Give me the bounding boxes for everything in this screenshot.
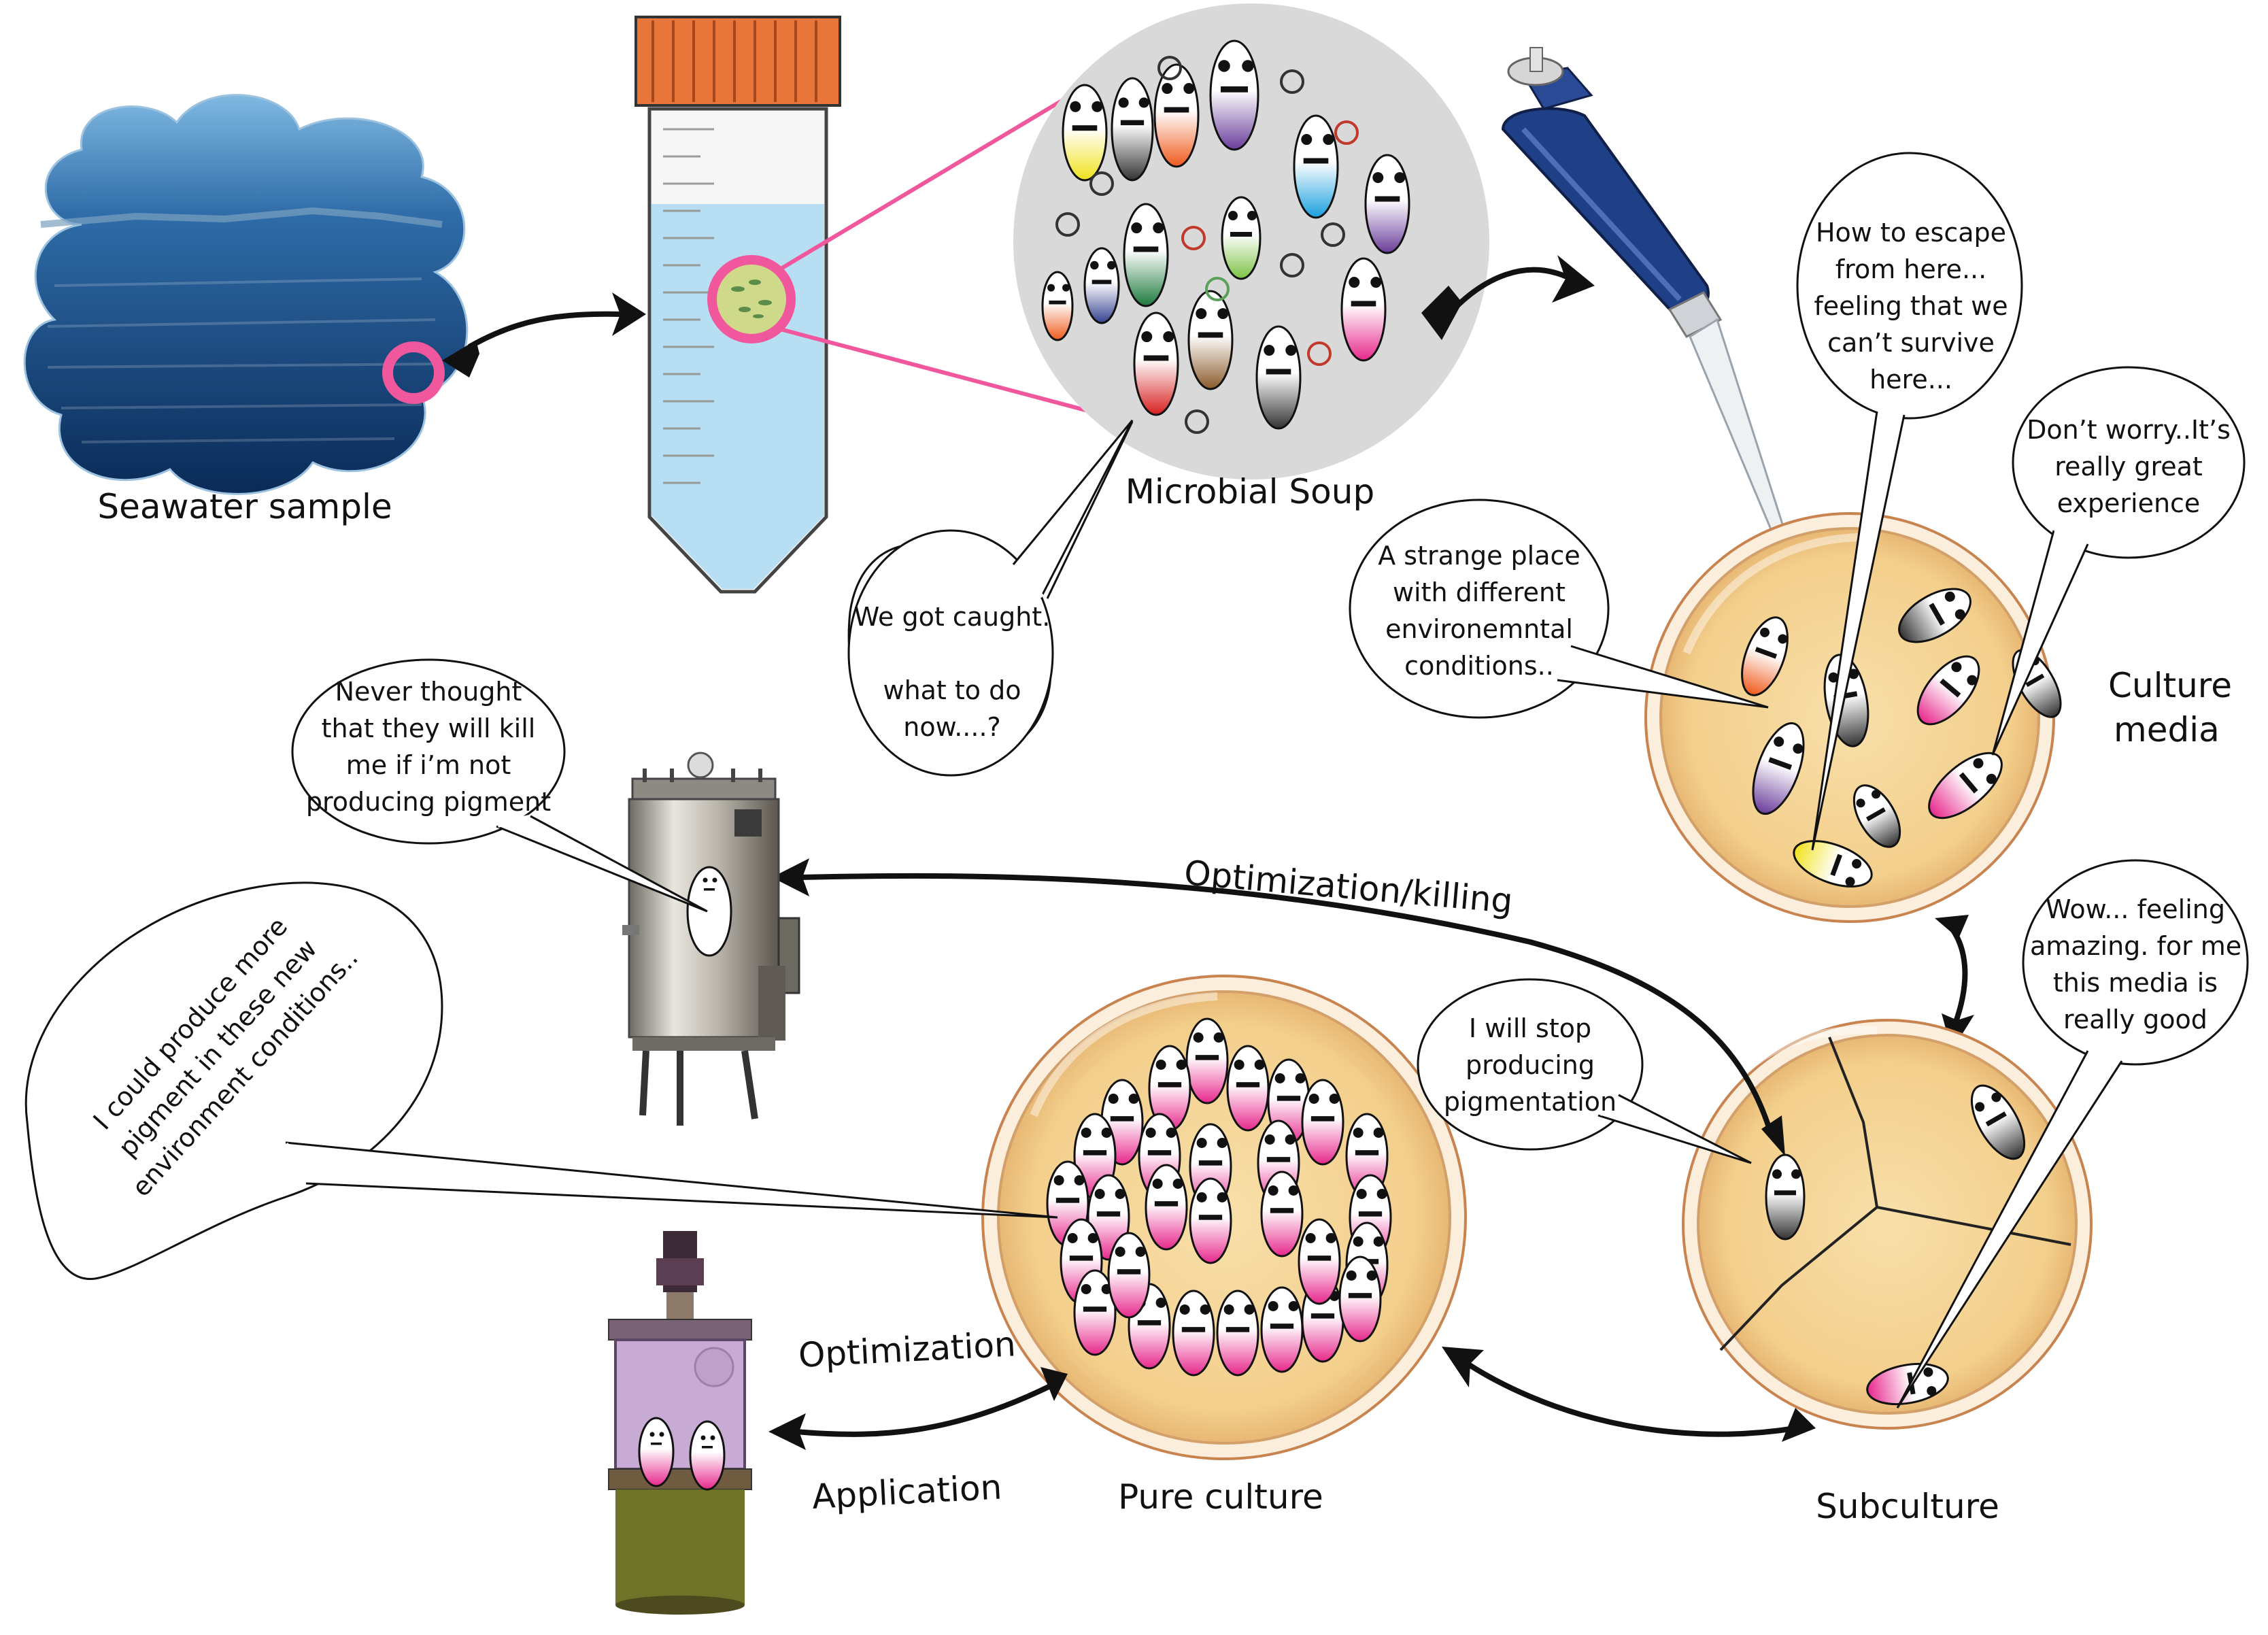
culture-microbe [1752,722,1805,815]
subculture-microbe [1765,1153,1806,1241]
pure-culture-microbe [1338,1255,1382,1343]
pure-culture-microbe [1301,1079,1344,1166]
soup-critter [1334,120,1359,145]
culture-media-plate [1644,512,2062,923]
soup-critter [1280,253,1304,277]
pure-culture-microbe [1073,1269,1117,1356]
soup-microbe [1221,196,1262,280]
soup-microbe [1187,290,1234,390]
autoclave [622,752,800,1126]
seawater-cloud [23,94,469,495]
soup-microbe [1255,325,1302,430]
culture-microbe [1741,616,1789,696]
culture-microbe [1898,588,1971,643]
soup-microbe [1111,77,1154,182]
pure-culture-microbe [1298,1218,1341,1305]
pure-culture-microbe [1226,1045,1270,1132]
culture-microbe [1793,840,1873,888]
culture-media-label-2: media [2114,710,2220,749]
soup-critter [1280,69,1304,94]
bubble-stop [1417,978,1752,1164]
soup-microbe [1153,63,1200,168]
bubble-escape [1796,152,2023,851]
pure-culture-microbe [1260,1286,1304,1373]
soup-microbe [1133,311,1179,416]
application-label: Application [811,1467,1003,1517]
pure-culture-microbe [1145,1164,1188,1251]
pure-culture-microbe [1185,1017,1229,1105]
pure-culture-plate [981,975,1467,1460]
bubble-strange [1349,499,1769,719]
pure-culture-microbe [1172,1290,1215,1377]
pure-culture-microbe [1107,1232,1151,1319]
soup-critter [1181,226,1206,250]
optimization-label: Optimization [798,1324,1017,1375]
soup-microbe [1209,39,1259,151]
soup-microbe [1083,247,1120,324]
subculture-label: Subculture [1816,1487,1999,1526]
pipette [1501,47,1797,573]
soup-critter [1205,277,1230,301]
soup-critter [1185,409,1209,434]
pure-culture-microbe [1216,1290,1259,1377]
pure-culture-microbe [1189,1177,1232,1264]
soup-critter [1307,341,1332,366]
arrow-seawater-to-tube [468,311,623,350]
soup-microbe [1364,154,1410,254]
soup-microbe [1293,114,1339,219]
zoom-line-bottom [775,326,1130,424]
culture-microbe [1928,752,2003,820]
soup-critter [1089,171,1114,196]
soup-label: Microbial Soup [1125,472,1374,511]
subculture-microbe [1970,1084,2026,1160]
soup-critter [1055,212,1080,237]
subculture-microbe [1866,1363,1949,1405]
soup-critter [1321,222,1345,247]
soup-microbe [1041,271,1074,341]
arrow-optimization-killing [798,873,1774,1137]
soup-critter [1157,56,1182,80]
microbial-soup [1013,3,1489,479]
culture-microbe [1852,784,1901,848]
bubble-caught [847,420,1134,777]
bioreactor [608,1231,752,1615]
arrow-pure-to-bioreactor [795,1381,1055,1437]
soup-microbe [1340,257,1387,362]
bubble-produce [24,881,1058,1280]
bubble-worry [1991,366,2246,756]
bubble-never [291,658,708,913]
soup-microbe [1062,84,1108,182]
optimization-killing-label: Optimization/killing [1183,853,1514,921]
pure-culture-microbe [1260,1170,1304,1258]
arrow-subculture-to-pure [1460,1358,1796,1437]
pure-culture-label: Pure culture [1118,1477,1323,1517]
subculture-plate [1682,1019,2093,1430]
arrow-culture-to-subculture [1949,926,1968,1025]
culture-media-label-1: Culture [2108,666,2232,705]
seawater-label: Seawater sample [97,487,392,526]
bubble-wow [1896,859,2249,1409]
sample-ring [382,341,445,404]
culture-microbe [1916,655,1980,726]
falcon-tube [634,16,841,594]
soup-microbe [1123,203,1169,307]
